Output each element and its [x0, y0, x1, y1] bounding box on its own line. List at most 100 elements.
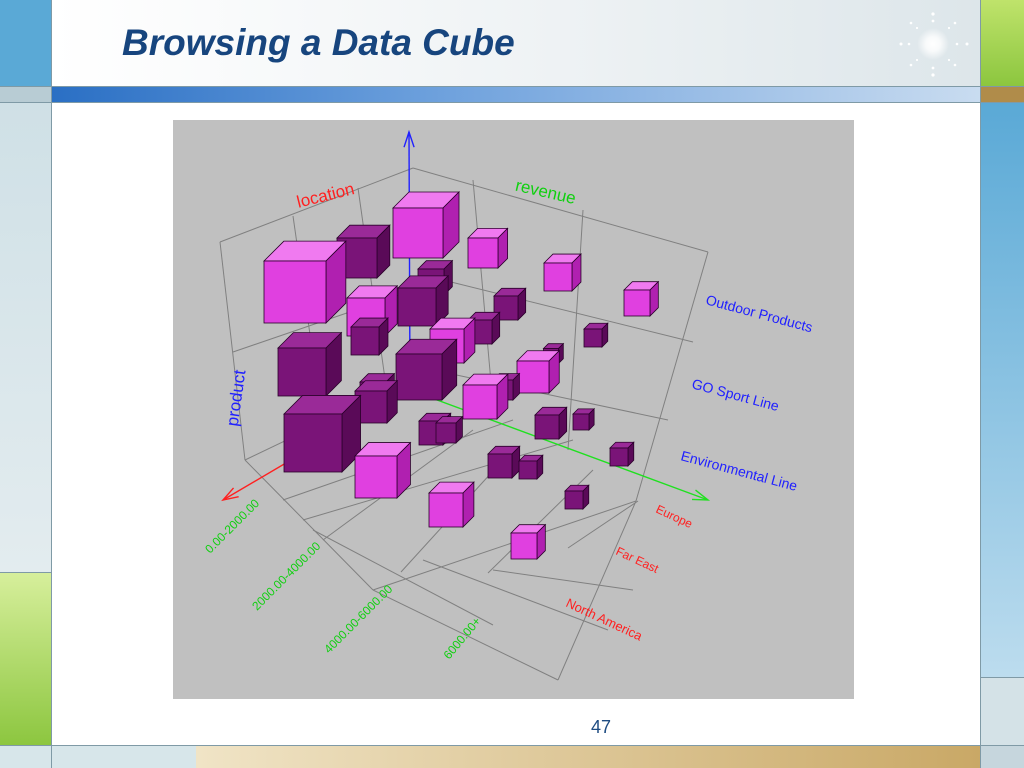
cube-face-front	[395, 353, 443, 401]
cube-face-front	[487, 453, 513, 479]
left-sidebar-band	[0, 102, 51, 572]
cube-cell	[487, 445, 521, 479]
corner-block-top-left	[0, 0, 51, 86]
cube-face-front	[609, 447, 629, 467]
footer-band-right	[981, 746, 1024, 768]
cube-cell	[543, 253, 582, 292]
cube-cell	[572, 407, 596, 431]
stripe-segment-left	[0, 86, 51, 102]
cube-cell	[392, 191, 460, 259]
cube-face-front	[397, 287, 437, 327]
frame-divider	[0, 745, 1024, 746]
cube-cells	[263, 191, 660, 560]
cube-cell	[516, 349, 561, 394]
cube-cell	[428, 481, 475, 528]
product-axis-title: product	[223, 368, 250, 427]
location-level-label: Europe	[654, 502, 695, 531]
grid-line	[312, 529, 494, 626]
cube-cell	[583, 322, 609, 348]
cube-face-front	[564, 490, 584, 510]
revenue-level-label: 6000.00+	[441, 614, 484, 662]
cube-cell	[354, 441, 412, 499]
cube-cell	[397, 274, 450, 327]
page-number: 47	[590, 717, 612, 737]
cube-face-front	[534, 414, 560, 440]
cube-cell	[354, 379, 399, 424]
title-bar	[51, 0, 981, 86]
cube-cell	[435, 415, 464, 444]
revenue-level-label: 0.00-2000.00	[202, 496, 262, 556]
product-level-label: GO Sport Line	[690, 375, 781, 414]
grid-line	[442, 279, 694, 343]
product-level-label: Outdoor Products	[704, 291, 814, 335]
revenue-axis	[409, 389, 709, 501]
right-sidebar-band	[981, 102, 1024, 677]
cube-face-front	[350, 326, 380, 356]
frame-divider	[0, 86, 1024, 87]
grid-line	[635, 251, 709, 502]
cube-face-front	[516, 360, 550, 394]
frame-divider	[0, 102, 1024, 103]
grid-line	[372, 589, 559, 681]
right-lower-band	[981, 677, 1024, 746]
cube-face-front	[392, 207, 444, 259]
cube-cell	[564, 484, 590, 510]
revenue-axis-arrowhead	[691, 489, 711, 501]
location-level-label: North America	[564, 595, 646, 644]
cube-face-front	[518, 460, 538, 480]
location-axis-title: location	[295, 179, 356, 212]
cube-face-front	[428, 492, 464, 528]
location-level-label: Far East	[614, 544, 662, 576]
cube-face-front	[277, 347, 327, 397]
grid-line	[422, 559, 609, 631]
grid-line	[244, 459, 374, 591]
cube-cell	[518, 454, 544, 480]
product-axis-arrowhead	[403, 129, 415, 148]
grid-line	[557, 500, 637, 681]
grid-line	[567, 500, 639, 549]
title-underline-stripe	[51, 86, 981, 102]
cube-cell	[350, 317, 389, 356]
cube-face-front	[623, 289, 651, 317]
cube-face-front	[510, 532, 538, 560]
data-cube-figure: location revenue product Outdoor Product…	[173, 120, 854, 699]
cube-cell	[283, 394, 362, 473]
cube-face-front	[462, 384, 498, 420]
location-axis-arrowhead	[221, 487, 239, 502]
slide-title: Browsing a Data Cube	[122, 22, 515, 63]
cube-cell	[534, 406, 568, 440]
frame-divider	[980, 0, 981, 768]
cube-cell	[609, 441, 635, 467]
cube-cell	[263, 240, 347, 324]
cube-cell	[623, 280, 660, 317]
cube-cell	[277, 331, 343, 397]
grid-line	[492, 569, 634, 591]
cube-cell	[462, 373, 509, 420]
cube-cell	[510, 523, 547, 560]
grid-line	[219, 241, 246, 461]
cube-cell	[467, 227, 509, 269]
frame-divider	[51, 0, 52, 768]
grid-line	[372, 500, 637, 591]
cube-face-front	[467, 237, 499, 269]
revenue-axis-title: revenue	[514, 176, 578, 208]
data-cube-chart: location revenue product Outdoor Product…	[202, 129, 814, 681]
sparkle-icon	[895, 8, 975, 85]
corner-block-top-right	[981, 0, 1024, 86]
stripe-segment-right	[981, 86, 1024, 102]
cube-face-front	[354, 455, 398, 499]
cube-face-front	[283, 413, 343, 473]
grid-line	[219, 167, 414, 243]
cube-face-front	[435, 422, 457, 444]
cube-face-front	[263, 260, 327, 324]
grid-line	[412, 167, 709, 253]
product-level-label: Environmental Line	[679, 447, 799, 494]
cube-face-front	[543, 262, 573, 292]
footer-band-left	[0, 746, 196, 768]
cube-face-front	[583, 328, 603, 348]
revenue-level-label: 4000.00-6000.00	[321, 582, 395, 656]
grid-line	[302, 439, 574, 521]
grid-line	[567, 209, 584, 451]
frame-divider	[981, 677, 1024, 678]
left-green-band	[0, 572, 51, 746]
